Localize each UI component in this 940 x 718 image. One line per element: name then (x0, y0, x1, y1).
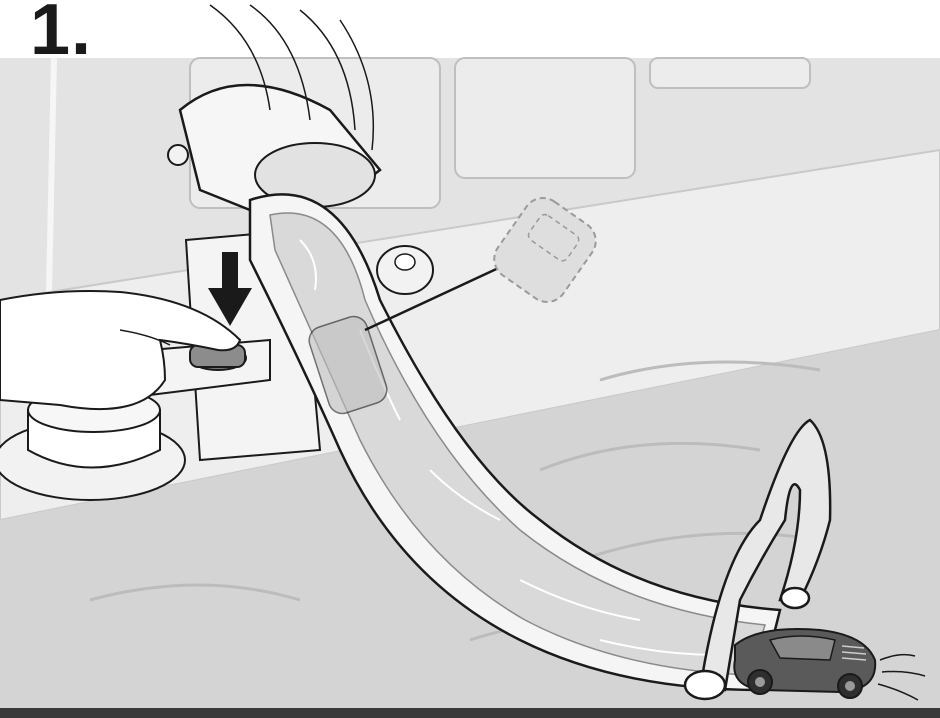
splash-lines (877, 653, 926, 701)
track-pivot (376, 245, 434, 295)
splash-arch (683, 418, 832, 701)
launch-lever[interactable] (149, 338, 271, 397)
indicator-line (364, 256, 521, 332)
step-number: 1. (30, 0, 93, 70)
hand (0, 290, 242, 411)
arrow-down-icon (208, 252, 252, 326)
bottom-bar (0, 708, 940, 718)
ghost-car (493, 197, 597, 303)
car-in-track (308, 315, 388, 415)
race-car (733, 628, 877, 699)
water-bucket (167, 4, 382, 212)
